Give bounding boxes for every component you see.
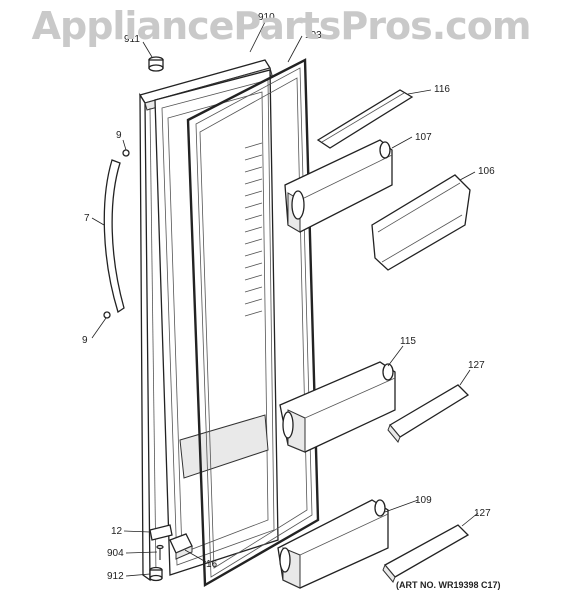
bin-front-lower [382, 524, 470, 583]
door-liner [154, 69, 279, 576]
callout-7: 7 [84, 213, 90, 224]
door-bin-upper [284, 139, 393, 233]
callout-116: 116 [434, 84, 450, 95]
bin-cover [371, 174, 471, 271]
callout-912: 912 [107, 571, 124, 582]
callout-109: 109 [415, 495, 432, 506]
door-stop-bracket [149, 524, 173, 541]
leader-lines [91, 21, 479, 577]
liner-shelf-ribs [244, 142, 263, 317]
callout-115: 115 [400, 336, 416, 347]
callout-911: 911 [124, 34, 140, 45]
door-bin-lower [277, 499, 389, 589]
art-number: (ART NO. WR19398 C17) [396, 580, 501, 590]
callout-107: 107 [415, 132, 432, 143]
bin-front-middle [387, 384, 470, 443]
callout-904: 904 [107, 548, 124, 559]
hinge-screw [156, 544, 164, 560]
door-closer-cam [169, 533, 193, 560]
callout-9-top: 9 [116, 130, 122, 141]
door-handle [103, 149, 130, 319]
callout-12: 12 [111, 526, 123, 537]
callout-103: 103 [305, 30, 322, 41]
callout-labels: 910 911 103 116 107 106 9 7 9 115 127 10… [82, 12, 495, 582]
callout-127-middle: 127 [468, 360, 485, 371]
callout-127-lower: 127 [474, 508, 491, 519]
callout-106: 106 [478, 166, 495, 177]
hinge-pin-top [148, 56, 164, 72]
door-gasket [186, 58, 320, 588]
callout-9-bottom: 9 [82, 335, 88, 346]
door-bin-middle [279, 361, 396, 453]
shelf-trim [316, 89, 414, 149]
hinge-bushing-bottom [149, 566, 163, 582]
callout-910: 910 [258, 12, 275, 23]
callout-16: 16 [206, 559, 218, 570]
